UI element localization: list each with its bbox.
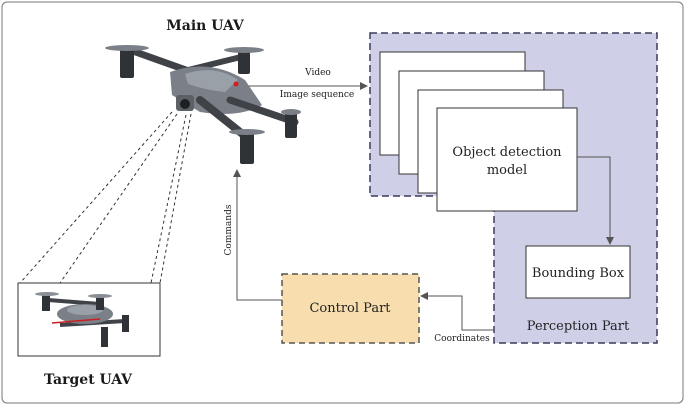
bounding-box-label: Bounding Box (532, 266, 625, 281)
bounding-box-node (525, 245, 631, 299)
object-detection-model-box (436, 107, 578, 212)
commands-label: Commands (224, 204, 234, 255)
main-uav-title: Main UAV (166, 18, 245, 34)
camera-view-lines (19, 111, 192, 284)
target-drone-illustration (35, 292, 129, 347)
coordinates-arrow (420, 292, 494, 331)
video-label: Video (304, 68, 331, 78)
coordinates-label: Coordinates (434, 334, 490, 344)
commands-arrow (233, 169, 282, 301)
perception-part-label: Perception Part (527, 319, 630, 334)
object-detection-label-line2: model (487, 163, 527, 178)
target-uav-title: Target UAV (44, 372, 133, 388)
object-detection-label-line1: Object detection (452, 145, 562, 160)
image-sequence-label: Image sequence (280, 90, 354, 100)
model-to-bbox-arrow (577, 156, 614, 245)
control-part-box (281, 273, 420, 344)
control-part-label: Control Part (309, 301, 391, 316)
main-drone-illustration (105, 45, 301, 164)
